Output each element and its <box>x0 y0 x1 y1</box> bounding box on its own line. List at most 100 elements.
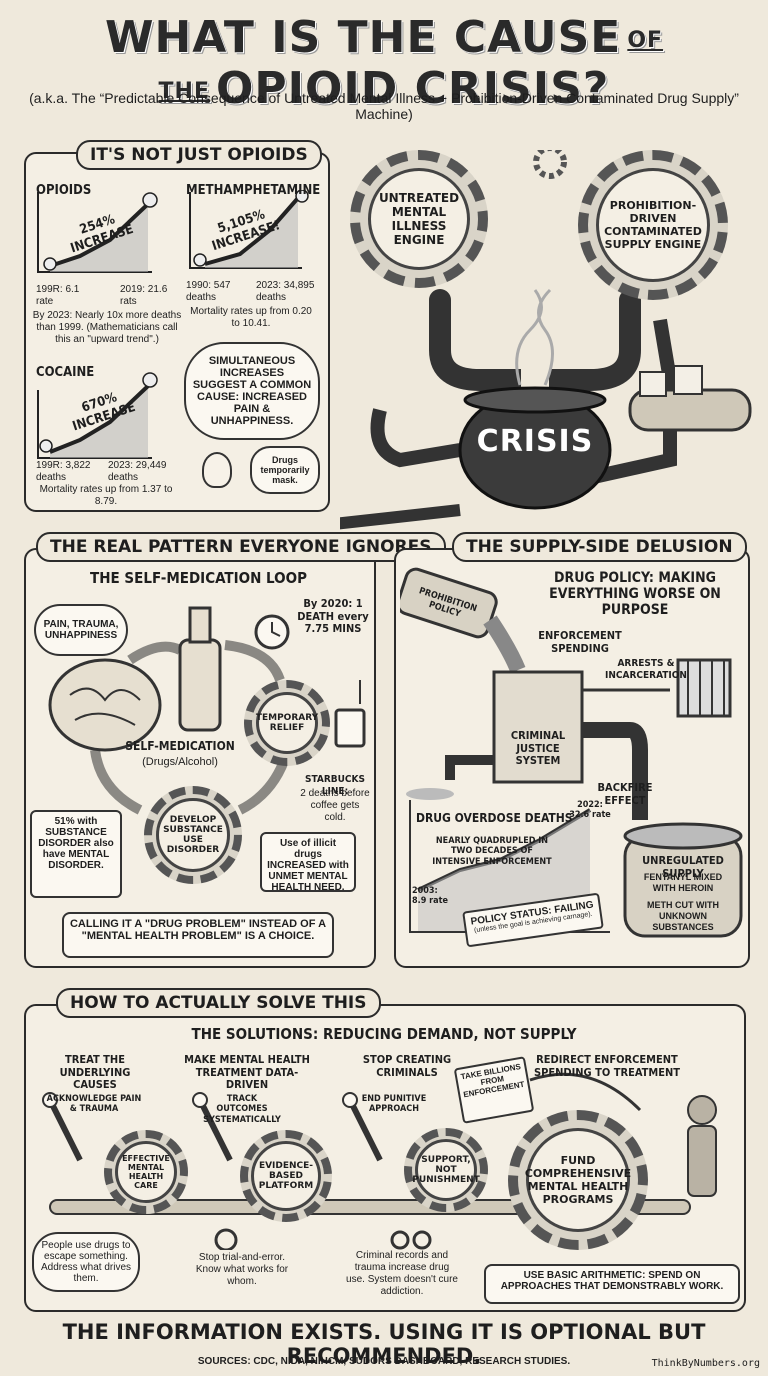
develop-disorder-gear: DEVELOP SUBSTANCE USE DISORDER <box>144 786 242 884</box>
meth-note: Mortality rates up from 0.20 to 10.41. <box>190 306 312 329</box>
death-frequency: By 2020: 1 DEATH every 7.75 MINS <box>297 597 369 636</box>
solution1-note: People use drugs to escape something. Ad… <box>32 1232 140 1292</box>
meth-trend-line <box>204 196 300 266</box>
fentanyl-note: FENTANYL MIXED WITH HEROIN <box>643 872 723 893</box>
starbucks-note: 2 deaths before coffee gets cold. <box>300 788 370 823</box>
effective-care-gear: EFFECTIVE MENTAL HEALTH CARE <box>104 1130 188 1214</box>
loop-arrow <box>127 641 183 665</box>
skull-icon <box>295 190 309 203</box>
meth-end: 2023: 34,895 deaths <box>256 280 315 303</box>
meth-label: METHAMPHETAMINE <box>186 183 321 198</box>
section4-title: HOW TO ACTUALLY SOLVE THIS <box>56 988 381 1018</box>
pain-bubble: PAIN, TRAUMA, UNHAPPINESS <box>34 604 128 656</box>
self-medication-label: SELF-MEDICATION <box>125 739 235 753</box>
outlet-pipe <box>370 408 462 468</box>
evidence-platform-gear: EVIDENCE-BASED PLATFORM <box>240 1130 332 1222</box>
comorbidity-stat: 51% with SUBSTANCE DISORDER also have ME… <box>30 810 122 898</box>
solution3-head: STOP CREATING CRIMINALS <box>362 1053 452 1079</box>
section1-title: IT'S NOT JUST OPIOIDS <box>76 140 322 170</box>
brand-watermark: ThinkByNumbers.org <box>651 1358 760 1369</box>
right-pipe <box>549 289 641 421</box>
opioids-label: OPIOIDS <box>36 183 92 198</box>
crisis-machine <box>340 150 752 530</box>
steam <box>537 288 554 386</box>
trend-charts <box>37 190 309 459</box>
small-gear-icon <box>533 150 567 179</box>
quadrupled-note: NEARLY QUADRUPLED IN TWO DECADES OF INTE… <box>432 836 552 867</box>
arrests-label: ARRESTS & INCARCERATION <box>605 658 687 681</box>
lever-3 <box>347 1098 383 1162</box>
left-pipe <box>429 289 521 421</box>
mask-bubble: Drugs temporarily mask. <box>250 446 320 494</box>
backfire-label: BACKFIRE EFFECT <box>597 781 653 807</box>
illicit-use-note: Use of illicit drugs INCREASED with UNME… <box>260 832 356 893</box>
common-cause-bubble: SIMULTANEOUS INCREASES SUGGEST A COMMON … <box>184 342 320 440</box>
choice-banner: CALLING IT A "DRUG PROBLEM" INSTEAD OF A… <box>62 912 334 958</box>
overdose-2022: 2022: 32.6 rate <box>569 800 611 821</box>
title-part2: OPIOID CRISIS? <box>215 63 610 114</box>
cocaine-end: 2023: 29,449 deaths <box>108 460 167 483</box>
person-icon <box>687 1095 717 1125</box>
lever-1 <box>47 1098 83 1162</box>
redirect-arrow <box>529 1072 642 1112</box>
drug-policy-title: DRUG POLICY: MAKING EVERYTHING WORSE ON … <box>549 570 721 619</box>
footer-statement: THE INFORMATION EXISTS. USING IT IS OPTI… <box>62 1320 706 1368</box>
solutions-subtitle: THE SOLUTIONS: REDUCING DEMAND, NOT SUPP… <box>191 1025 577 1043</box>
skull-icon <box>43 257 57 271</box>
jail-cell-icon <box>676 658 732 718</box>
criminal-justice-box <box>492 670 584 784</box>
solution2-note: Stop trial-and-error. Know what works fo… <box>195 1252 289 1287</box>
opioids-end: 2019: 21.6 rats <box>120 284 168 307</box>
coffee-cup-icon <box>334 708 366 748</box>
cocaine-label: COCAINE <box>36 365 95 380</box>
skull-icon <box>193 253 207 267</box>
spending-pour <box>483 615 526 674</box>
solution1-head: TREAT THE UNDERLYING CAUSES <box>59 1053 131 1092</box>
bottle-icon <box>178 638 222 732</box>
overdose-deaths-title: DRUG OVERDOSE DEATHS <box>416 811 573 825</box>
untreated-mental-illness-gear: UNTREATED MENTAL ILLNESS ENGINE <box>350 150 488 288</box>
supply-box <box>639 371 667 397</box>
overdose-2003: 2003: 8.9 rate <box>412 886 448 907</box>
section2-title: THE REAL PATTERN EVERYONE IGNORES <box>36 532 446 562</box>
opioids-start: 199R: 6.1 rate <box>36 284 80 307</box>
cocaine-note: Mortality rates up from 1.37 to 8.79. <box>39 484 173 507</box>
self-medication-loop-title: THE SELF-MEDICATION LOOP <box>90 569 307 587</box>
solution3-note: Criminal records and trauma increase dru… <box>346 1250 458 1297</box>
supply-box <box>673 365 703 395</box>
temporary-relief-gear: TEMPORARY RELIEF <box>244 680 330 766</box>
sources-line: SOURCES: CDC, NIDA, NIHCM, SUDORS DASHBO… <box>197 1356 571 1367</box>
drain-pipe <box>340 504 461 530</box>
meth-start: 1990: 547 deaths <box>186 280 231 303</box>
prohibition-can <box>400 567 498 639</box>
contaminated-supply-gear: PROHIBITION-DRIVEN CONTAMINATED SUPPLY E… <box>578 150 728 300</box>
starbucks-title: STARBUCKS LINE: <box>305 774 365 797</box>
loop-arrow <box>90 749 143 815</box>
fund-programs-gear: FUND COMPREHENSIVE MENTAL HEALTH PROGRAM… <box>508 1110 648 1250</box>
solution2-lever: TRACK OUTCOMES SYSTEMATICALLY <box>203 1094 281 1125</box>
self-medication-sub: (Drugs/Alcohol) <box>142 756 218 768</box>
handcuffs-icon <box>390 1230 432 1250</box>
solution1-lever: ACKNOWLEDGE PAIN & TRAUMA <box>46 1094 142 1115</box>
support-gear: SUPPORT, NOT PUNISHMENT <box>404 1128 488 1212</box>
skull-icon <box>142 372 158 388</box>
page-subtitle: (a.k.a. The “Predictable Consequence of … <box>29 90 739 122</box>
worried-person-icon <box>202 452 232 488</box>
magnifier-icon <box>214 1228 238 1250</box>
arithmetic-note: USE BASIC ARITHMETIC: SPEND ON APPROACHE… <box>484 1264 740 1304</box>
cjs-label: CRIMINAL JUSTICE SYSTEM <box>510 729 566 768</box>
solution3-lever: END PUNITIVE APPROACH <box>361 1094 427 1115</box>
solution4-head: REDIRECT ENFORCEMENT SPENDING TO TREATME… <box>533 1053 681 1079</box>
backfire-pipe <box>582 722 648 820</box>
brain-icon <box>48 658 162 752</box>
skull-icon <box>142 192 158 208</box>
title-of: OF THE <box>158 27 664 104</box>
opioids-note: By 2023: Nearly 10x more deaths than 199… <box>32 310 182 345</box>
cocaine-trend-line <box>49 384 150 454</box>
crisis-label: CRISIS <box>476 424 594 459</box>
solution2-head: MAKE MENTAL HEALTH TREATMENT DATA-DRIVEN <box>184 1053 310 1092</box>
loop-arrow <box>224 640 285 682</box>
opioids-trend-line <box>49 202 150 268</box>
skull-icon <box>39 439 53 453</box>
